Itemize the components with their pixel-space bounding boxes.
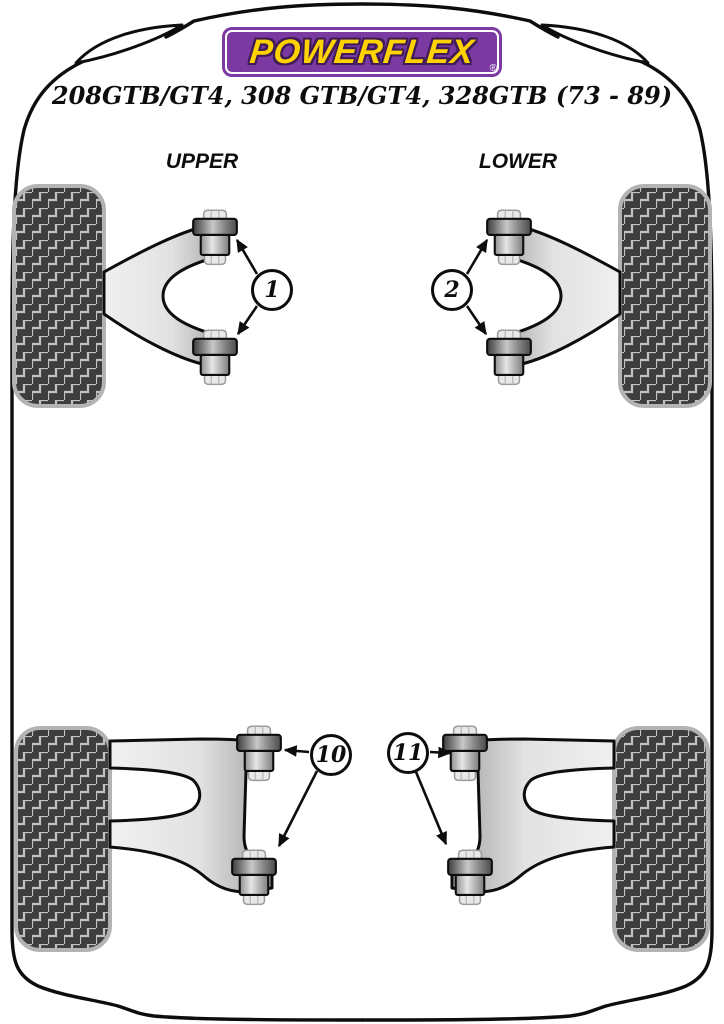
arrow-10-upper [283, 745, 310, 757]
powerflex-logo-border: POWERFLEX [225, 30, 499, 74]
callout-2: 2 [431, 269, 473, 311]
callout-2-number: 2 [444, 277, 460, 303]
left-vent-shape [74, 23, 184, 65]
right-vent-shape [540, 23, 650, 65]
arrow-11-upper [429, 746, 452, 759]
front-right-tyre [618, 184, 712, 408]
registered-trademark-icon: ® [489, 63, 497, 74]
callout-1-number: 1 [264, 277, 280, 303]
front-left-tyre [12, 184, 106, 408]
arrow-1-lower [236, 305, 259, 336]
arrow-1-upper [235, 238, 259, 275]
arrow-10-lower [277, 770, 319, 848]
bush-front-lower-bottom [486, 329, 532, 386]
callout-10: 10 [310, 734, 352, 776]
arrow-11-lower [414, 771, 448, 846]
callout-arrows [235, 238, 489, 848]
callout-11: 11 [387, 732, 429, 774]
lower-section-label: LOWER [478, 150, 558, 173]
rear-right-tyre [612, 726, 710, 952]
callout-1: 1 [251, 269, 293, 311]
upper-section-label: UPPER [165, 150, 239, 173]
page-title: 208GTB/GT4, 308 GTB/GT4, 328GTB (73 - 89… [51, 81, 673, 110]
callout-11-number: 11 [392, 740, 424, 766]
powerflex-logo-text: POWERFLEX [247, 33, 477, 71]
bonnet-arc [164, 2, 560, 39]
arrow-2-lower [465, 305, 488, 336]
callout-10-number: 10 [315, 742, 347, 768]
powerflex-logo: POWERFLEX ® [222, 27, 502, 77]
rear-left-tyre [14, 726, 112, 952]
arrow-2-upper [465, 238, 489, 275]
car-body-outline [10, 2, 714, 1022]
bush-front-upper-bottom [192, 329, 238, 386]
